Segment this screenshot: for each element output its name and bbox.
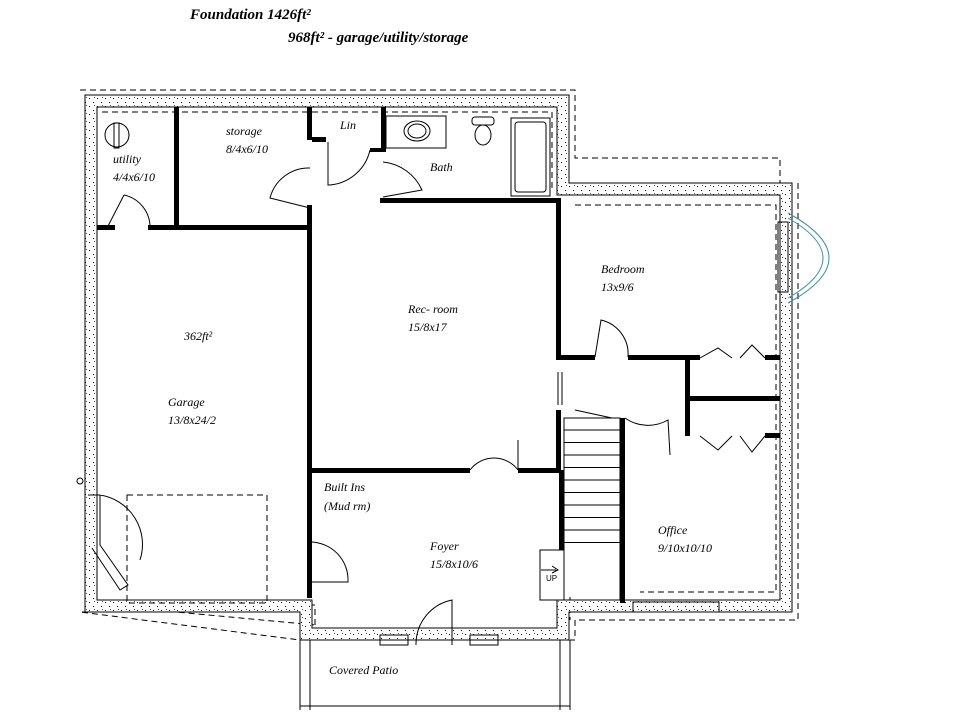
bedroom-size: 13x9/6 bbox=[601, 280, 634, 294]
garage-door-outline bbox=[126, 494, 268, 604]
stairs-up-label: UP bbox=[546, 574, 557, 583]
sink-icon bbox=[403, 120, 431, 142]
bedroom-door bbox=[594, 319, 629, 358]
office-door bbox=[574, 409, 671, 456]
rec-room-size: 15/8x17 bbox=[408, 320, 448, 334]
toilet-icon bbox=[474, 124, 492, 146]
patio-label: Covered Patio bbox=[329, 663, 398, 677]
garage-size: 13/8x24/2 bbox=[168, 413, 216, 427]
foyer-size: 15/8x10/6 bbox=[430, 557, 478, 571]
linen-door bbox=[327, 142, 371, 186]
foyer-label: Foyer bbox=[429, 539, 459, 553]
water-heater-icon bbox=[104, 122, 130, 149]
garage-label: Garage bbox=[168, 395, 205, 409]
office-size: 9/10x10/10 bbox=[658, 541, 712, 555]
staircase: UP bbox=[539, 417, 621, 601]
built-ins-note: (Mud rm) bbox=[324, 499, 370, 513]
built-ins-door bbox=[309, 541, 349, 583]
mud-room-door bbox=[469, 440, 519, 471]
office-label: Office bbox=[658, 523, 688, 537]
bath-door bbox=[382, 161, 423, 198]
garage-area: 362ft² bbox=[183, 329, 213, 343]
covered-patio bbox=[299, 634, 571, 710]
vanity bbox=[385, 115, 447, 149]
hose-bib bbox=[76, 477, 84, 485]
bath-fixtures bbox=[385, 115, 551, 197]
title-line-1: Foundation 1426ft² bbox=[189, 7, 311, 23]
bay-window bbox=[777, 212, 830, 304]
utility-label: utility bbox=[113, 152, 142, 166]
title-line-2: 968ft² - garage/utility/storage bbox=[288, 30, 469, 46]
closet-door-top bbox=[699, 344, 766, 359]
rec-opening bbox=[557, 372, 563, 405]
storage-size: 8/4x6/10 bbox=[226, 142, 268, 156]
utility-door bbox=[106, 194, 151, 229]
toilet-tank bbox=[471, 116, 495, 126]
bathtub-icon bbox=[510, 117, 551, 197]
doors bbox=[76, 142, 766, 646]
bath-label: Bath bbox=[430, 160, 453, 174]
interior-walls bbox=[97, 107, 780, 603]
rec-room-label: Rec- room bbox=[407, 302, 458, 316]
bedroom-label: Bedroom bbox=[601, 262, 645, 276]
linen-label: Lin bbox=[339, 118, 356, 132]
garage-side-door bbox=[88, 494, 143, 591]
utility-size: 4/4x6/10 bbox=[113, 170, 155, 184]
built-ins-label: Built Ins bbox=[324, 480, 365, 494]
closet-door-bottom bbox=[699, 435, 766, 453]
storage-door bbox=[269, 167, 311, 209]
office-window bbox=[632, 601, 720, 613]
front-door bbox=[415, 599, 453, 646]
storage-label: storage bbox=[226, 124, 263, 138]
